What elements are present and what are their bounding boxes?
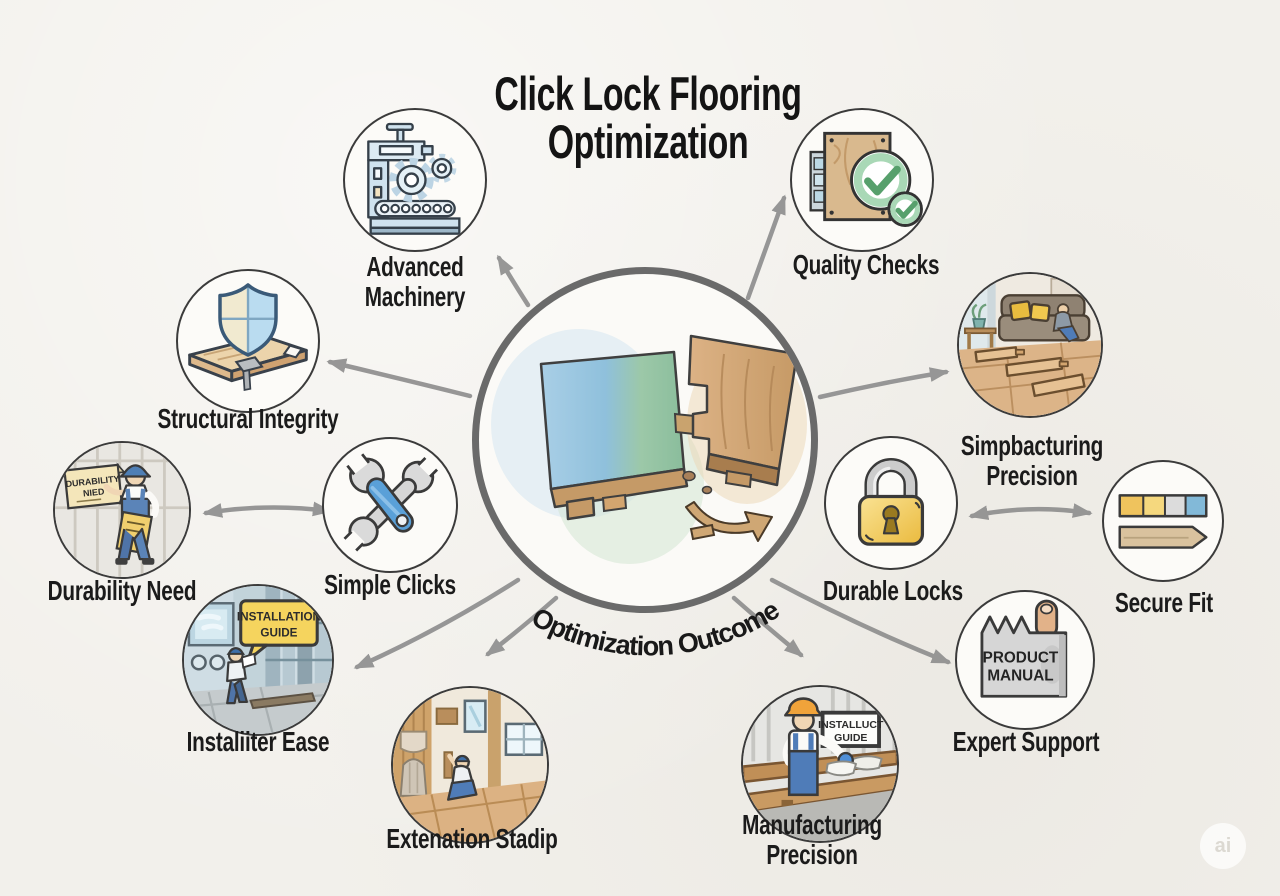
- label-extenation-stadip: Extenation Stadip: [386, 823, 558, 854]
- node-manufacturing-precision: INSTALLUCT GUIDE: [741, 685, 899, 843]
- installation-bubble-line-2: GUIDE: [260, 627, 297, 640]
- node-durability-need: DURABILITY NIED: [53, 441, 191, 579]
- node-durable-locks: [824, 436, 958, 570]
- label-simple-clicks: Simple Clicks: [324, 569, 456, 600]
- factory-worker-scene: INSTALLUCT GUIDE: [743, 687, 897, 841]
- installuct-sign-line-1: INSTALLUCT: [818, 719, 884, 731]
- worker-with-sign-scene: DURABILITY NIED: [55, 443, 189, 577]
- label-secure-fit: Secure Fit: [1115, 587, 1213, 618]
- label-advanced-machinery: Advanced Machinery: [364, 251, 466, 312]
- checklist-board-icon: [809, 131, 923, 227]
- label-manufacturing-precision: Manufacturing Precision: [742, 809, 882, 870]
- manual-title-line-1: PRODUCT: [983, 649, 1059, 666]
- label-durable-locks: Durable Locks: [823, 575, 963, 606]
- label-expert-support: Expert Support: [952, 726, 1100, 757]
- node-extenation-stadip: [391, 686, 549, 844]
- ai-watermark-label: ai: [1214, 834, 1232, 857]
- crossed-wrenches-icon: [342, 449, 441, 553]
- title-line-1: Click Lock Flooring: [494, 67, 802, 120]
- node-instaliiter-ease: INSTALLATION GUIDE: [182, 584, 334, 736]
- node-expert-support: PRODUCT MANUAL: [955, 590, 1095, 730]
- hub-caption-text: Optimization Outcome: [527, 594, 785, 661]
- node-secure-fit: [1102, 460, 1224, 582]
- node-simple-clicks: [322, 437, 458, 573]
- title-line-2: Optimization: [547, 115, 749, 168]
- node-structural-integrity: [176, 269, 320, 413]
- hub-caption: Optimization Outcome: [527, 594, 786, 661]
- plank-segments-icon: [1118, 494, 1208, 549]
- installation-bubble-line-1: INSTALLATION: [237, 611, 321, 624]
- padlock-icon: [857, 458, 925, 546]
- node-quality-checks: [790, 108, 934, 252]
- installation-guide-scene: INSTALLATION GUIDE: [184, 586, 332, 734]
- label-instaliiter-ease: Instaliiter Ease: [186, 726, 330, 757]
- installuct-sign-line-2: GUIDE: [834, 732, 867, 744]
- label-quality-checks: Quality Checks: [792, 249, 940, 280]
- click-lock-planks-illustration: [491, 329, 807, 564]
- durability-sign-line-2: NIED: [83, 486, 106, 498]
- page-title: Click Lock Flooring Optimization: [8, 70, 1280, 166]
- ai-watermark-badge: ai: [1200, 823, 1246, 869]
- shield-plank-icon: [188, 283, 308, 392]
- factory-machine-icon: [367, 122, 461, 235]
- central-hub: [472, 267, 818, 613]
- label-simpbacturing-precision: Simpbacturing Precision: [960, 430, 1104, 491]
- label-durability-need: Durability Need: [47, 575, 197, 606]
- living-room-installation-scene: [959, 274, 1101, 416]
- label-structural-integrity: Structural Integrity: [157, 403, 339, 434]
- node-advanced-machinery: [343, 108, 487, 252]
- manual-title-line-2: MANUAL: [987, 667, 1053, 684]
- product-manual-icon: PRODUCT MANUAL: [980, 599, 1068, 698]
- node-simpbacturing-precision: [957, 272, 1103, 418]
- room-flooring-scene: [393, 688, 547, 842]
